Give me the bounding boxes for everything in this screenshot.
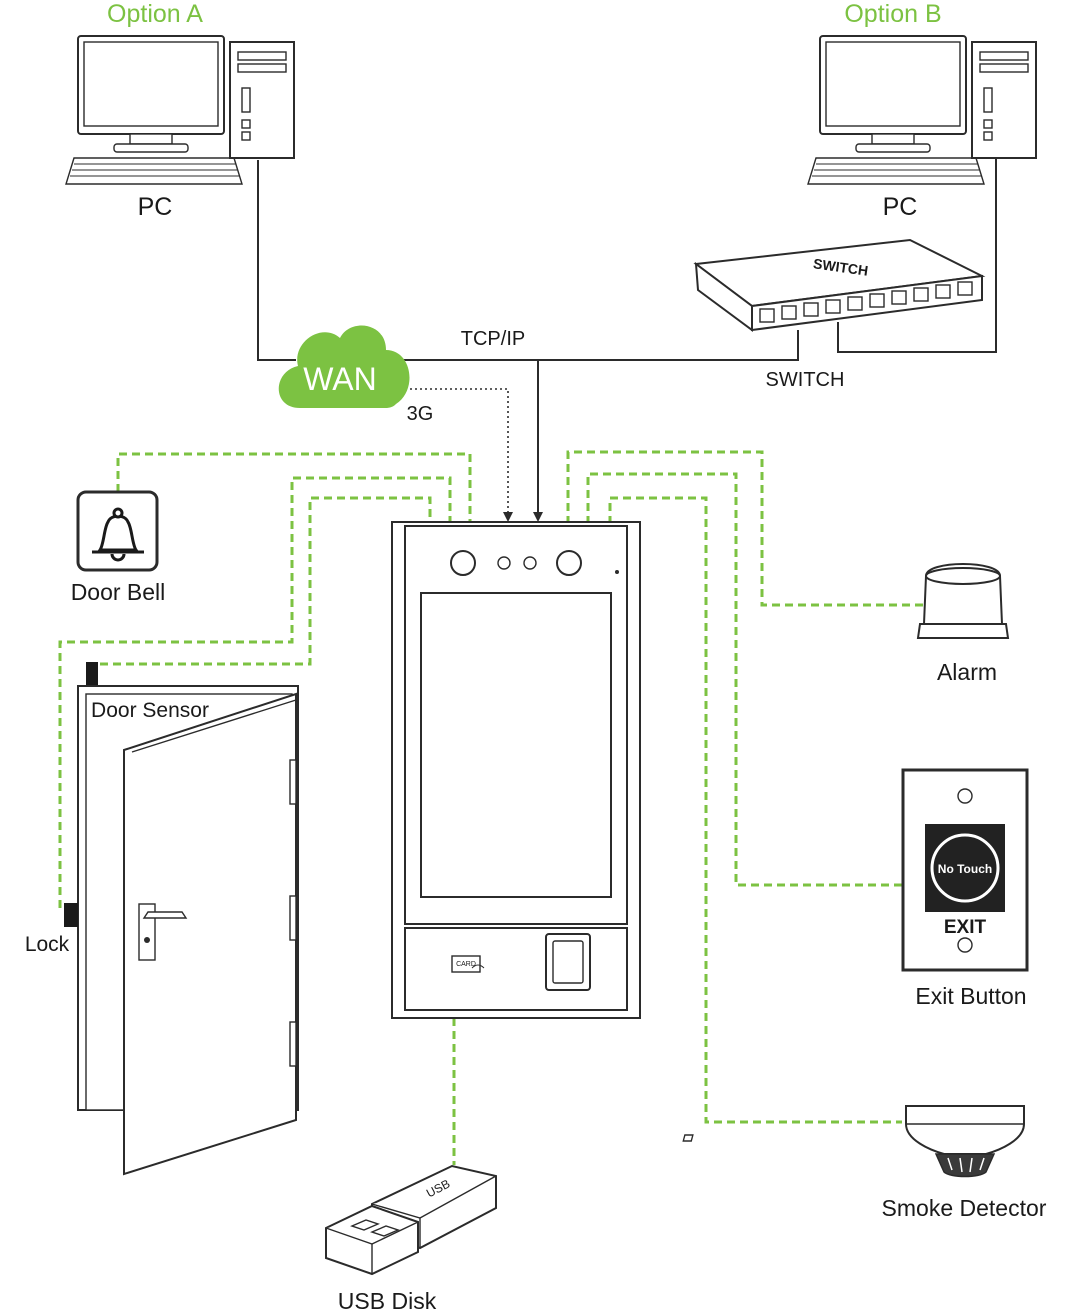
option-b-label: Option B — [844, 0, 941, 28]
option-a-label: Option A — [107, 0, 203, 28]
desktop-computer-icon — [807, 35, 1037, 185]
exit-button-label: Exit Button — [915, 983, 1026, 1009]
arrow-3g — [503, 512, 513, 522]
card-reader-icon: CARD — [451, 955, 485, 973]
wan-label: WAN — [303, 361, 376, 397]
cloud-icon: WAN — [278, 325, 410, 408]
exit-button-icon: No Touch EXIT — [901, 768, 1029, 972]
exit-label: EXIT — [944, 917, 987, 938]
network-switch-icon: SWITCH — [693, 238, 986, 332]
wire-wan-to-switch — [388, 330, 799, 361]
wire-smoke-detector — [608, 496, 902, 1124]
usb-disk-label: USB Disk — [338, 1288, 437, 1312]
wire-alarm — [566, 450, 925, 607]
smoke-detector-label: Smoke Detector — [882, 1195, 1047, 1221]
wire-exit-button — [586, 472, 902, 887]
terminal-screen — [420, 592, 612, 898]
desktop-computer-icon — [65, 35, 295, 185]
door-sensor-label: Door Sensor — [91, 699, 209, 722]
three-g-label: 3G — [407, 403, 434, 425]
wire-door-bell — [116, 452, 472, 524]
no-touch-label: No Touch — [938, 862, 992, 876]
wire-pc-a-to-wan — [257, 160, 296, 361]
tcp-ip-label: TCP/IP — [461, 328, 525, 350]
switch-label: SWITCH — [766, 369, 845, 391]
lock-label: Lock — [25, 933, 70, 956]
pc-a-label: PC — [138, 193, 173, 221]
card-label: CARD — [456, 961, 476, 968]
switch-device-label: SWITCH — [812, 255, 869, 279]
arrow-tcpip — [533, 512, 543, 522]
door-icon — [64, 662, 299, 1176]
bell-icon — [76, 490, 159, 572]
door-bell-label: Door Bell — [71, 579, 166, 605]
alarm-label: Alarm — [937, 659, 997, 685]
siren-icon — [916, 563, 1010, 639]
usb-drive-icon: USB — [325, 1164, 497, 1276]
wire-switch-to-pc-b — [837, 158, 997, 353]
wire-lock — [58, 476, 452, 908]
peripheral-wires — [58, 450, 925, 1165]
network-wires — [257, 158, 997, 522]
pc-b-label: PC — [883, 193, 918, 221]
wire-3g-to-terminal — [410, 388, 509, 514]
face-recognition-terminal-icon: CARD — [391, 521, 641, 1019]
smoke-detector-icon — [682, 1105, 1025, 1178]
